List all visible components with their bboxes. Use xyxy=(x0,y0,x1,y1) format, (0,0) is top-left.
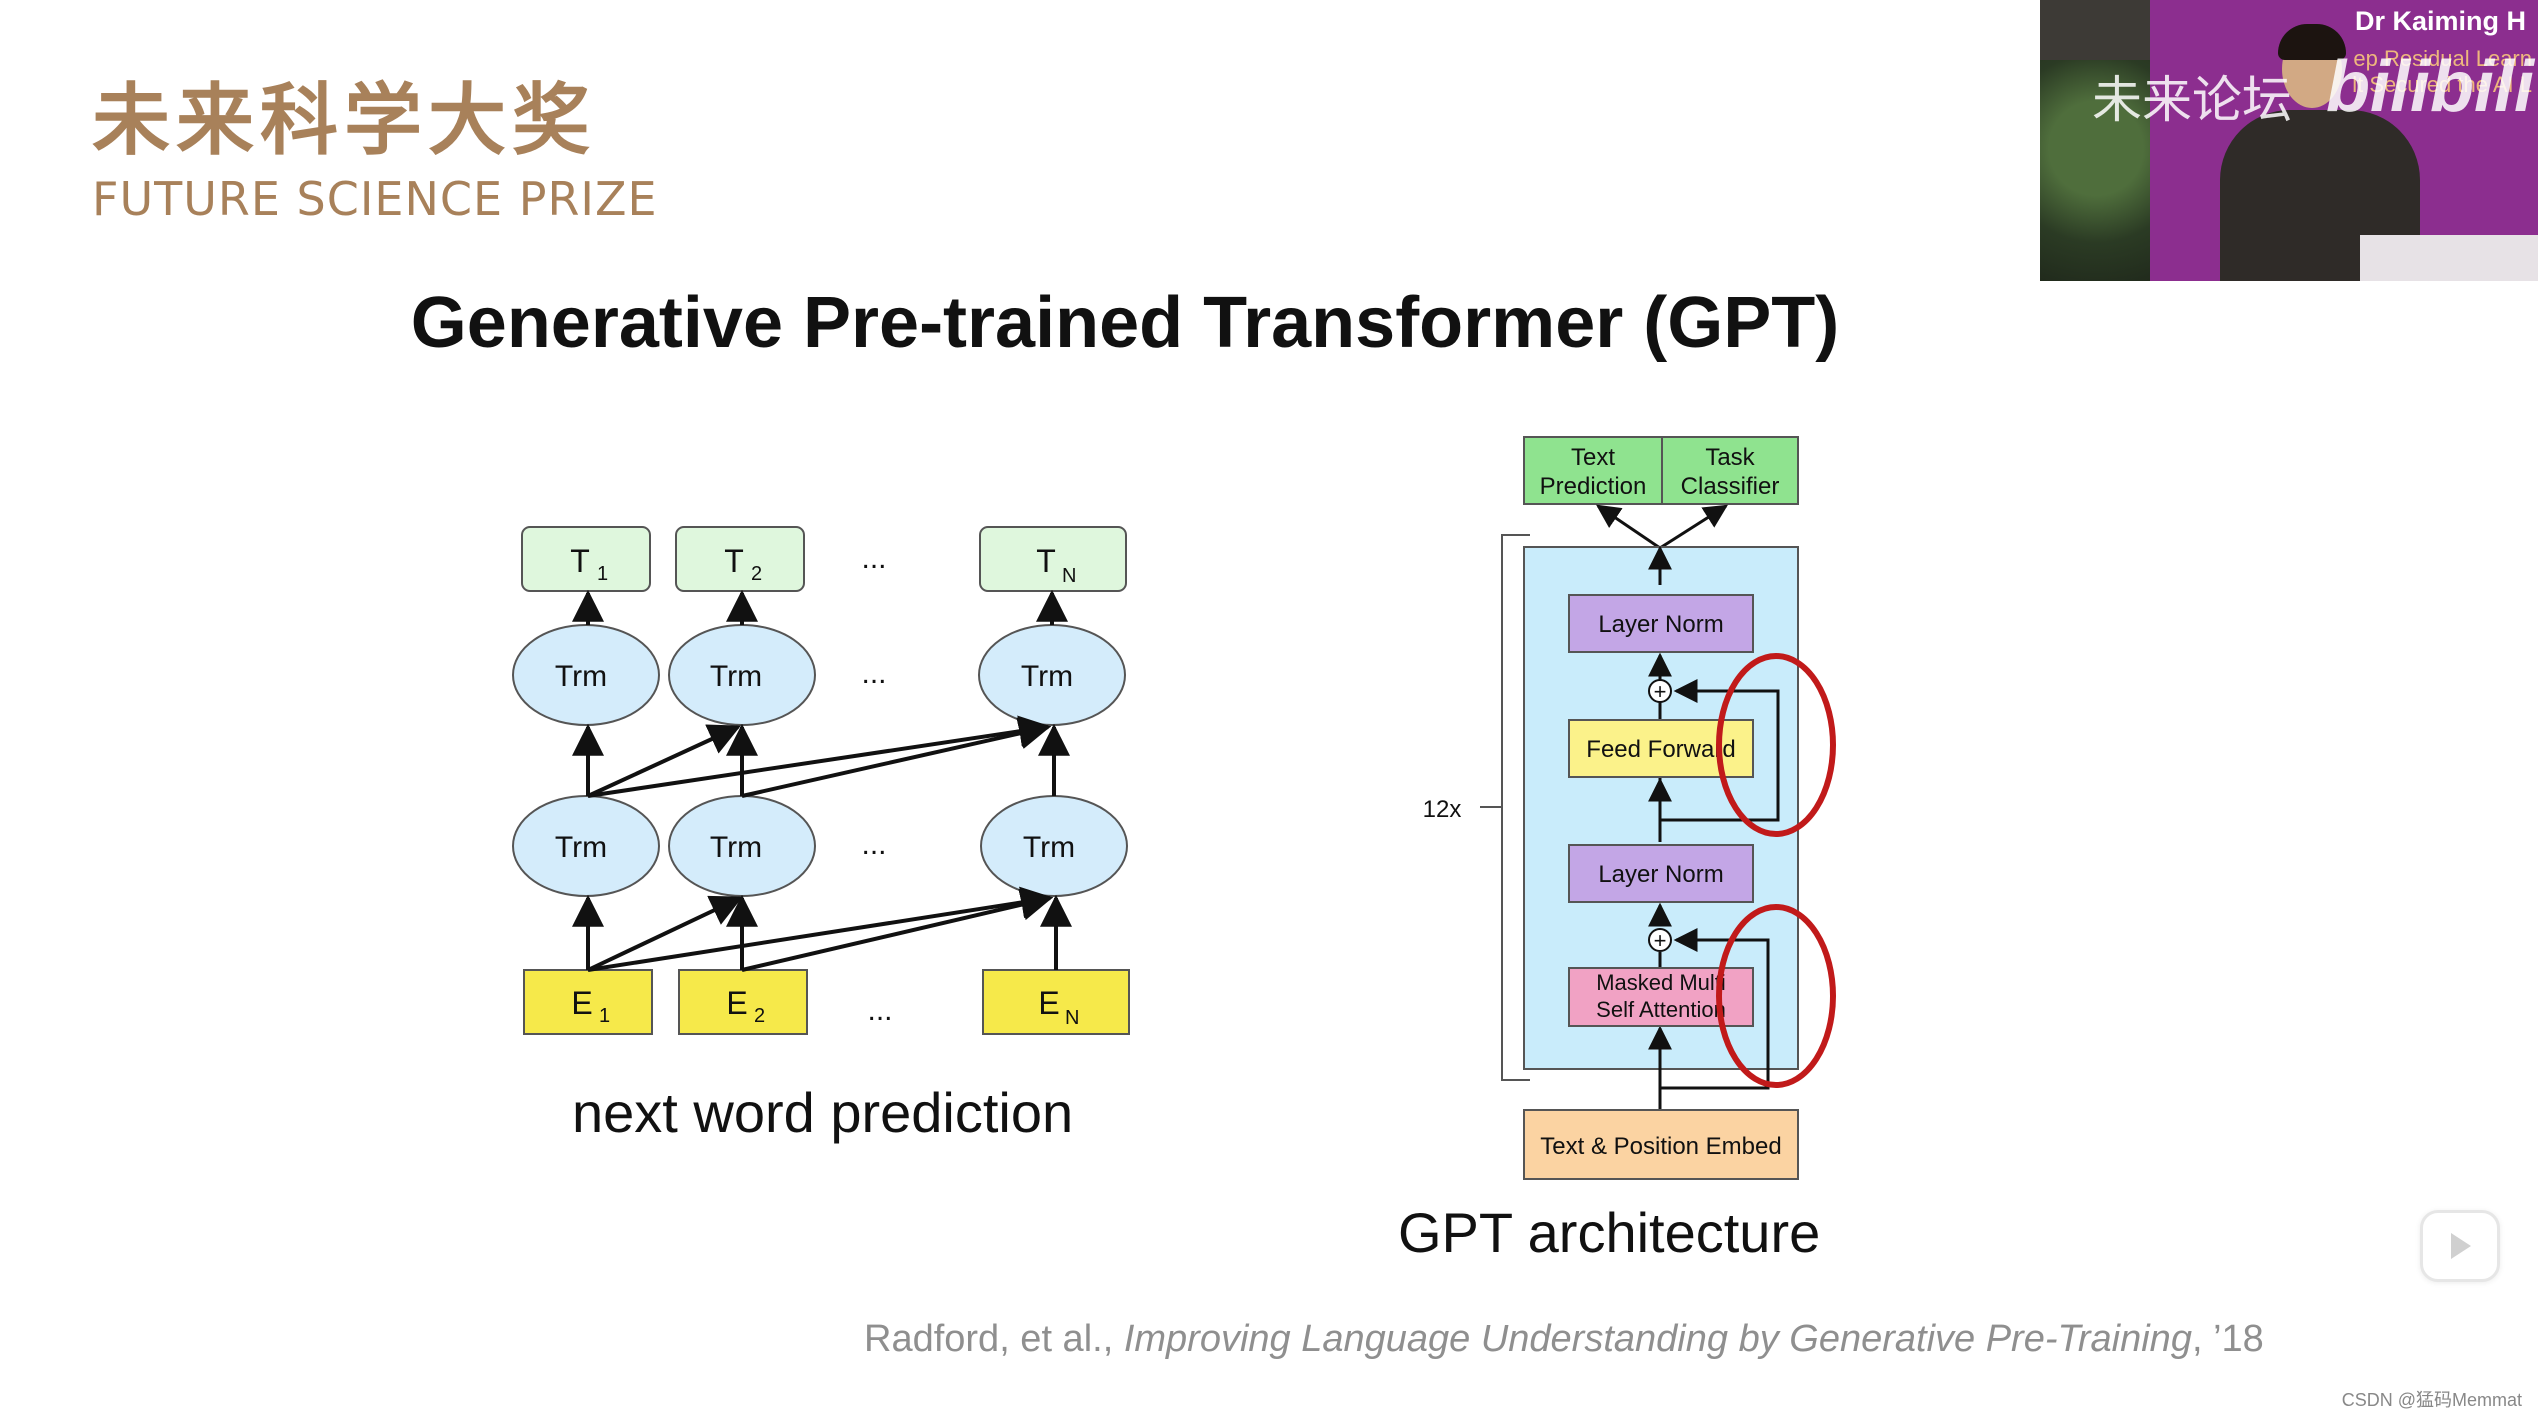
svg-text:2: 2 xyxy=(754,1005,765,1027)
block-internal-connections xyxy=(1648,545,1780,1110)
svg-text:Layer Norm: Layer Norm xyxy=(1598,861,1723,888)
output-token-n: T N xyxy=(979,526,1127,592)
slide-title: Generative Pre-trained Transformer (GPT) xyxy=(410,283,1840,363)
output-token-2: T 2 xyxy=(675,526,805,592)
svg-text:N: N xyxy=(1065,1007,1079,1029)
svg-text:Prediction: Prediction xyxy=(1540,473,1647,500)
task-classifier-head: Task Classifier xyxy=(1661,436,1799,505)
svg-text:Text & Position Embed: Text & Position Embed xyxy=(1540,1133,1781,1160)
bilibili-watermark: bilibili xyxy=(2326,47,2534,127)
svg-text:T: T xyxy=(1036,543,1056,579)
citation: Radford, et al., Improving Language Unde… xyxy=(864,1318,2264,1361)
banner-subtitle: ep Residual Learn lt Secured the AI L xyxy=(2352,46,2532,99)
svg-text:Task: Task xyxy=(1705,444,1755,471)
svg-text:12x: 12x xyxy=(1423,796,1462,823)
trm-lower-n: Trm xyxy=(980,795,1128,897)
svg-text:Trm: Trm xyxy=(710,660,762,693)
layer-norm-bottom: Layer Norm xyxy=(1568,844,1754,903)
residual-highlight-top xyxy=(1716,653,1836,837)
svg-text:2: 2 xyxy=(751,563,762,585)
banner-speaker-text: Dr Kaiming H xyxy=(2354,6,2526,36)
residual-highlight-bottom xyxy=(1716,904,1836,1088)
lower-to-upper-arrows xyxy=(572,715,1070,798)
svg-text:T: T xyxy=(570,543,590,579)
banner-line-1: ep Residual Learn xyxy=(2353,46,2532,71)
logo-chinese-text: 未来科学大奖 xyxy=(92,76,597,166)
podium xyxy=(2360,235,2538,281)
future-science-prize-logo: 未来科学大奖 FUTURE SCIENCE PRIZE xyxy=(92,82,658,226)
feed-forward-block: Feed Forward xyxy=(1568,719,1754,778)
trm-upper-2: Trm xyxy=(668,624,816,726)
add-node-top: + xyxy=(1648,679,1672,704)
svg-text:Masked Multi: Masked Multi xyxy=(1596,970,1726,995)
input-embedding-n: E N xyxy=(982,969,1130,1035)
svg-text:Trm: Trm xyxy=(555,660,607,693)
svg-text:+: + xyxy=(1654,928,1667,953)
svg-text:T: T xyxy=(724,543,744,579)
svg-text:Feed Forward: Feed Forward xyxy=(1586,736,1735,763)
repeat-bracket: 12x xyxy=(1423,534,1530,1081)
svg-text:Trm: Trm xyxy=(555,831,607,864)
svg-text:Self Attention: Self Attention xyxy=(1596,997,1726,1022)
watermark-chinese: 未来论坛 xyxy=(2092,71,2292,129)
input-to-lower-arrows xyxy=(572,886,1072,972)
play-button[interactable] xyxy=(2420,1210,2500,1282)
trm-upper-1: Trm xyxy=(512,624,660,726)
text-position-embed: Text & Position Embed xyxy=(1523,1109,1799,1180)
svg-text:Text: Text xyxy=(1571,444,1615,471)
svg-text:N: N xyxy=(1062,565,1076,587)
input-embedding-2: E 2 xyxy=(678,969,808,1035)
right-diagram-caption: GPT architecture xyxy=(1398,1201,1821,1264)
trm-lower-2: Trm xyxy=(668,795,816,897)
add-node-bottom: + xyxy=(1648,928,1672,953)
masked-self-attention-block: Masked Multi Self Attention xyxy=(1568,967,1754,1027)
logo-english-text: FUTURE SCIENCE PRIZE xyxy=(92,172,658,226)
svg-text:1: 1 xyxy=(597,563,608,585)
output-ellipsis: ... xyxy=(861,542,886,575)
upper-trm-ellipsis: ... xyxy=(861,657,886,690)
csdn-watermark: CSDN @猛码Memmat xyxy=(2341,1390,2522,1410)
output-token-1: T 1 xyxy=(521,526,651,592)
text-prediction-head: Text Prediction xyxy=(1523,436,1663,505)
svg-text:Classifier: Classifier xyxy=(1681,473,1780,500)
upper-to-output-arrows xyxy=(572,589,1068,625)
trm-lower-1: Trm xyxy=(512,795,660,897)
speaker-hair xyxy=(2278,24,2346,60)
next-word-prediction-diagram: T 1 T 2 ... T N Trm Trm ... Trm xyxy=(512,526,1130,1035)
input-embedding-1: E 1 xyxy=(523,969,653,1035)
citation-authors: Radford, et al., xyxy=(864,1318,1124,1360)
layer-norm-top: Layer Norm xyxy=(1568,594,1754,653)
svg-text:Trm: Trm xyxy=(1023,831,1075,864)
svg-text:E: E xyxy=(726,985,747,1021)
input-ellipsis: ... xyxy=(867,994,892,1027)
svg-text:E: E xyxy=(1038,985,1059,1021)
svg-text:1: 1 xyxy=(599,1005,610,1027)
svg-text:Trm: Trm xyxy=(1021,660,1073,693)
citation-paper-title: Improving Language Understanding by Gene… xyxy=(1123,1318,2192,1360)
citation-year: , ’18 xyxy=(2191,1318,2264,1360)
play-icon xyxy=(2451,1233,2471,1259)
svg-text:+: + xyxy=(1654,679,1667,704)
svg-text:E: E xyxy=(571,985,592,1021)
left-diagram-caption: next word prediction xyxy=(572,1081,1074,1144)
svg-text:Layer Norm: Layer Norm xyxy=(1598,611,1723,638)
speaker-video-inset[interactable]: Dr Kaiming H ep Residual Learn lt Secure… xyxy=(2040,0,2538,281)
lower-trm-ellipsis: ... xyxy=(861,828,886,861)
svg-text:Trm: Trm xyxy=(710,831,762,864)
gpt-architecture-diagram: Text Prediction Task Classifier 12x xyxy=(1423,436,1836,1180)
banner-line-2: lt Secured the AI L xyxy=(2352,72,2532,98)
trm-upper-n: Trm xyxy=(978,624,1126,726)
